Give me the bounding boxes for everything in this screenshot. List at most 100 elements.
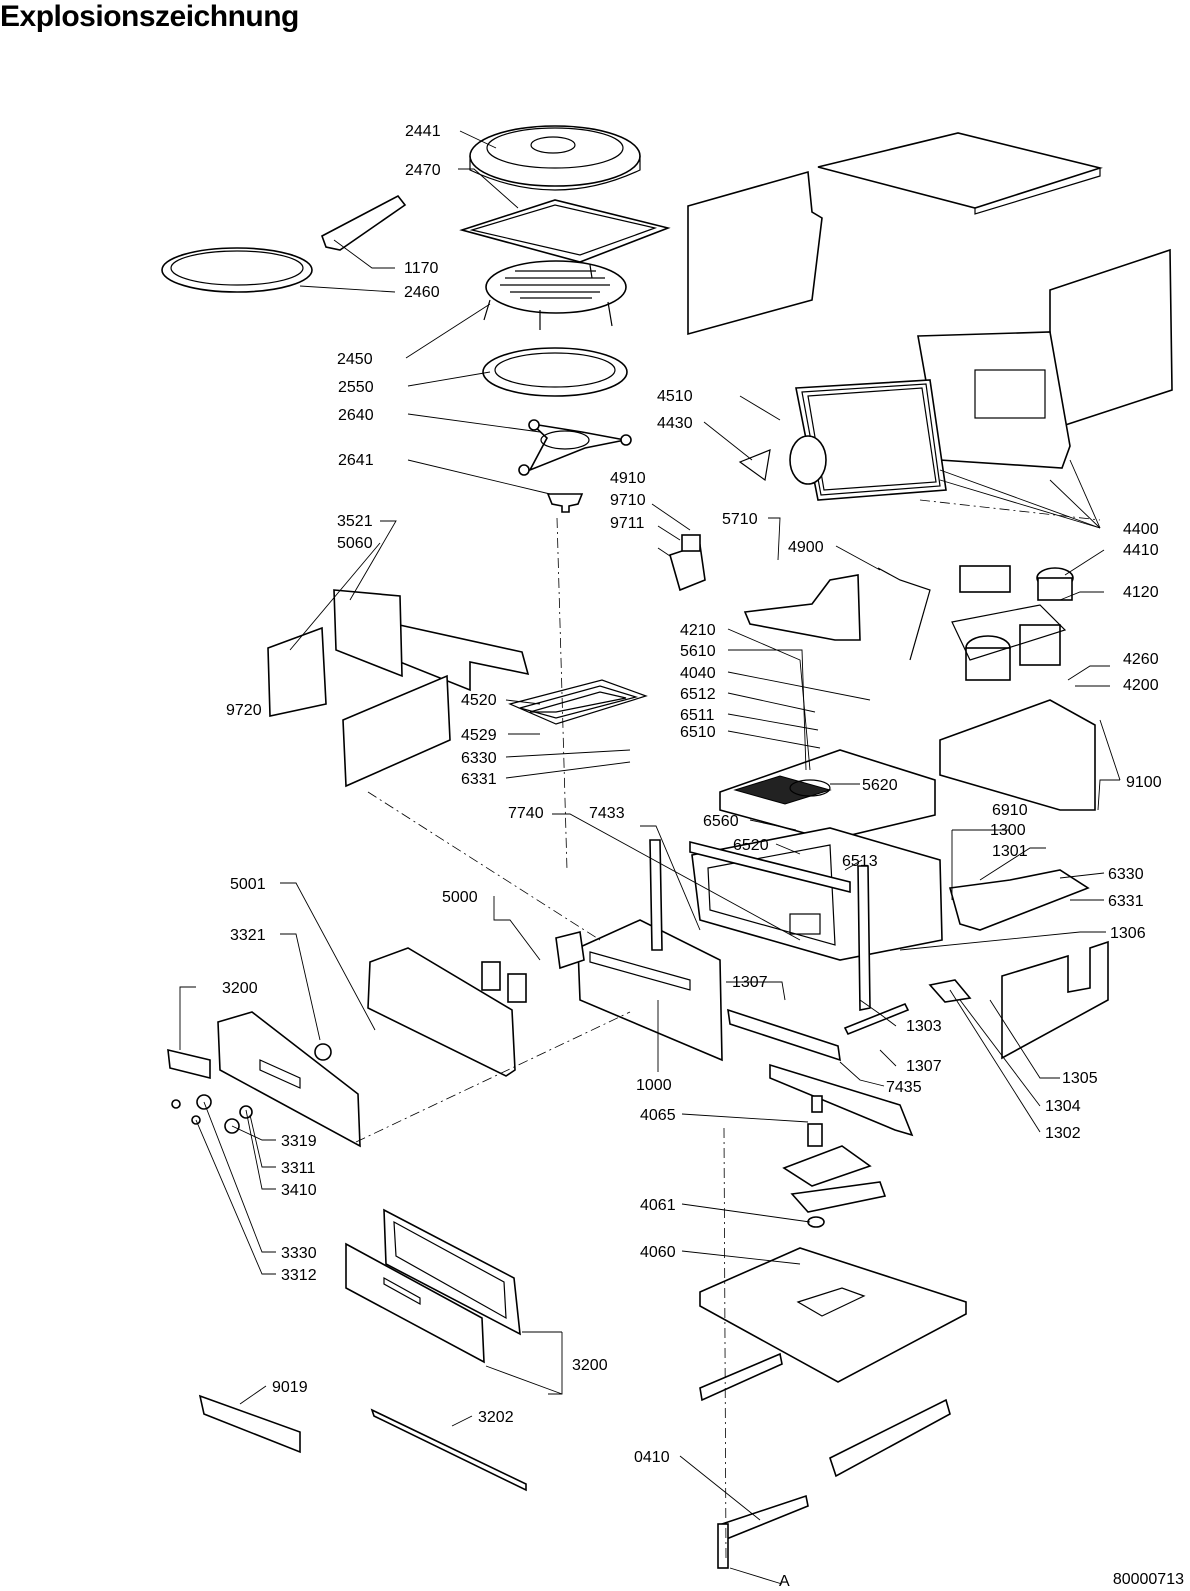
part-label: 9720 (226, 702, 262, 719)
fan-mount-6513 (857, 865, 871, 1011)
part-label: 3200 (572, 1357, 608, 1374)
part-label: 1306 (1110, 925, 1146, 942)
part-label: 3321 (230, 927, 266, 944)
control-display-panel (345, 1242, 485, 1364)
magnetron-ring (738, 435, 827, 485)
part-label: 6910 (992, 802, 1028, 819)
door-front (577, 919, 723, 1062)
browning-dish-lid (469, 125, 641, 191)
part-label: 2450 (337, 351, 373, 368)
turntable-glass (482, 347, 628, 397)
part-label: 1307 (906, 1058, 942, 1075)
assembly-line-housing (919, 499, 1101, 521)
part-label: 6511 (680, 707, 715, 724)
cavity-body (691, 827, 943, 961)
part-label: 2470 (405, 162, 441, 179)
part-label: 5620 (862, 777, 898, 794)
part-label: 4060 (640, 1244, 676, 1261)
part-label: 1000 (636, 1077, 672, 1094)
control-knobs (171, 1094, 253, 1134)
part-label: 5610 (680, 643, 716, 660)
part-label: 4900 (788, 539, 824, 556)
part-label: 1170 (404, 260, 439, 277)
part-label: 5710 (722, 511, 758, 528)
part-label: 5000 (442, 889, 478, 906)
control-pcb (267, 589, 403, 717)
part-label: 6330 (461, 750, 497, 767)
part-label: 5001 (230, 876, 266, 893)
part-label: 9100 (1126, 774, 1162, 791)
part-label: 3319 (281, 1133, 317, 1150)
part-label: 2640 (338, 407, 374, 424)
control-bracket (394, 623, 530, 692)
thermal-cutout (948, 869, 1090, 931)
part-label: 3410 (281, 1182, 317, 1199)
part-label: 6330 (1108, 866, 1144, 883)
part-label: 1300 (990, 822, 1026, 839)
part-label: 7433 (589, 805, 625, 822)
part-label: 1303 (906, 1018, 942, 1035)
part-label: 4065 (640, 1107, 676, 1124)
fan-duct (743, 567, 931, 661)
control-panel-front (167, 1011, 361, 1148)
base-plate (699, 1247, 967, 1383)
housing-side-panel-right (1049, 248, 1173, 432)
part-labels: 2441 2470 1170 2460 2450 2550 2640 2641 … (222, 123, 1162, 1466)
drawing-number: 80000713 (1112, 1571, 1184, 1588)
page-title: Explosionszeichnung (0, 0, 299, 33)
part-label: 9019 (272, 1379, 308, 1396)
part-label: 4260 (1123, 651, 1159, 668)
insulation-panel (342, 674, 451, 788)
part-label: 7435 (886, 1079, 922, 1096)
part-label: 3200 (222, 980, 258, 997)
pizza-plate (161, 247, 313, 293)
stirrer-motor (782, 1095, 887, 1271)
microswitch-bracket (669, 534, 706, 592)
part-label: 4200 (1123, 677, 1159, 694)
part-label: 4510 (657, 388, 693, 405)
side-insulation (1001, 940, 1109, 1060)
turntable-support (518, 419, 632, 476)
part-label: 6331 (461, 771, 497, 788)
part-label: 4910 (610, 470, 646, 487)
part-label: 6331 (1108, 893, 1144, 910)
grill-element (508, 679, 648, 725)
cavity-back (917, 331, 1071, 469)
transformer (951, 565, 1074, 681)
part-label: 6512 (680, 686, 716, 703)
part-label: 3330 (281, 1245, 317, 1262)
assembly-line-bottom (723, 1127, 727, 1561)
part-label: 2441 (405, 123, 441, 140)
part-label: 1307 (732, 974, 768, 991)
mounting-rail-7435 (727, 1008, 914, 1137)
part-label: 3311 (281, 1160, 316, 1177)
part-label: 4529 (461, 727, 497, 744)
part-label: 0410 (634, 1449, 670, 1466)
capacitor-plate (939, 699, 1096, 811)
part-label: 1304 (1045, 1098, 1081, 1115)
part-label: 1305 (1062, 1070, 1098, 1087)
part-label: 4410 (1123, 542, 1159, 559)
part-label: 2641 (338, 452, 374, 469)
part-label: 4040 (680, 665, 716, 682)
part-label: 4520 (461, 692, 497, 709)
part-label: 4120 (1123, 584, 1159, 601)
door-sensor-bracket (843, 979, 972, 1036)
part-label: 9710 (610, 492, 646, 509)
trim-strip-3202 (370, 1408, 527, 1492)
control-frame (367, 931, 585, 1077)
part-label: 2460 (404, 284, 440, 301)
grill-rack (483, 260, 627, 330)
part-label: 6513 (842, 853, 878, 870)
part-label: 6520 (733, 837, 769, 854)
leader-lines (179, 130, 1121, 1585)
part-label: 6560 (703, 813, 739, 830)
trim-strip-9019 (198, 1394, 301, 1454)
assembly-line-center (556, 517, 568, 871)
part-label: 4430 (657, 415, 693, 432)
part-label: 9711 (610, 515, 645, 532)
part-label: 3202 (478, 1409, 514, 1426)
part-label: 5060 (337, 535, 373, 552)
door-glass-frame (383, 1208, 521, 1336)
